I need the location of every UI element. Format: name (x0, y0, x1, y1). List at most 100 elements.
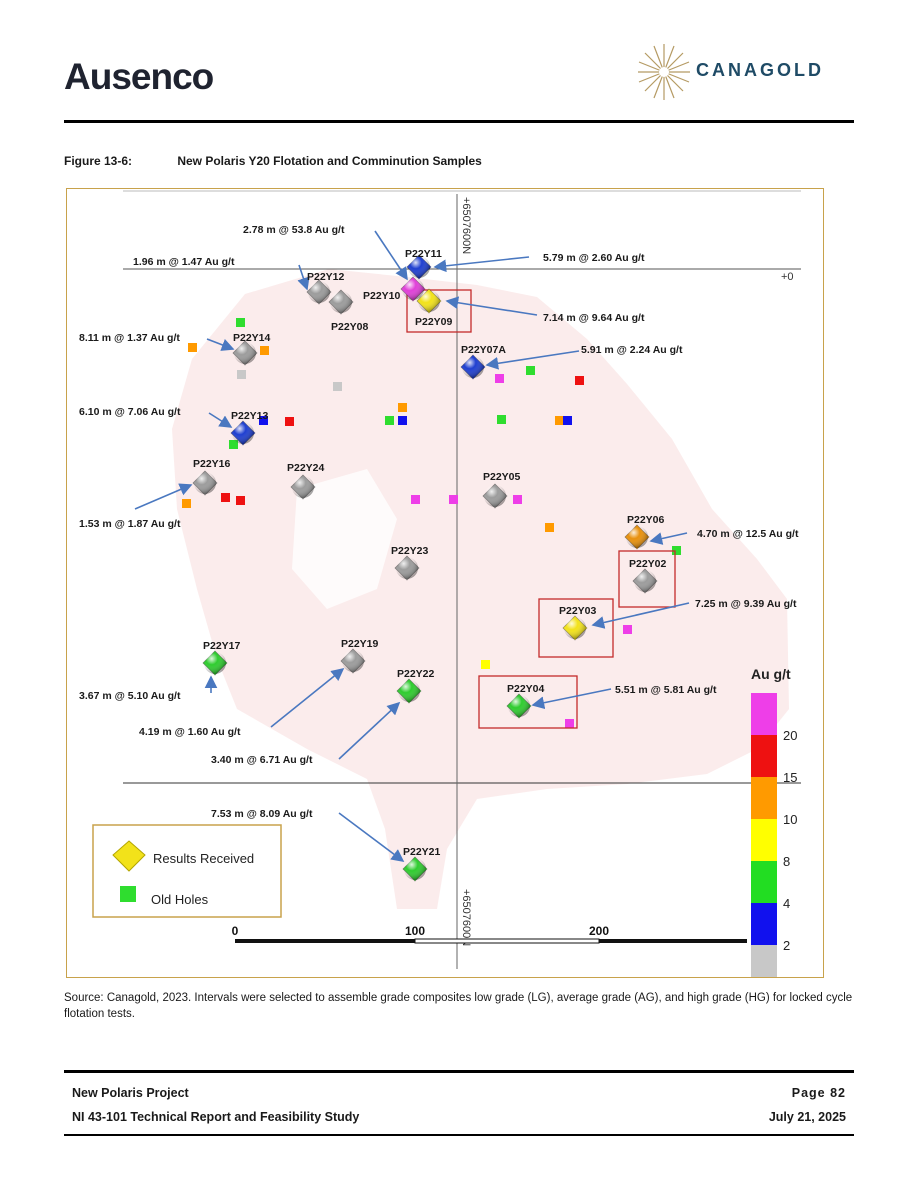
colorbar-tick-label: 15 (783, 770, 797, 785)
source-note: Source: Canagold, 2023. Intervals were s… (64, 992, 853, 1020)
colorbar-segment (751, 861, 777, 903)
ausenco-logo: Ausenco (64, 56, 214, 97)
colorbar-segment (751, 777, 777, 819)
colorbar-tick-label: 2 (783, 938, 790, 953)
annotation-arrow (433, 256, 530, 273)
old-hole-marker (236, 318, 245, 327)
drill-hole-shading (462, 356, 484, 378)
legend-results-label: Results Received (153, 851, 254, 866)
annotation-arrow (591, 602, 690, 629)
grid-label-east: +0 (781, 271, 794, 283)
annotation-arrow (338, 701, 401, 760)
colorbar-segment (751, 693, 777, 735)
drill-hole-shading (626, 526, 648, 548)
old-hole-marker (259, 416, 268, 425)
old-hole-marker (237, 370, 246, 379)
old-hole-marker (188, 343, 197, 352)
annotation-label: 6.10 m @ 7.06 Au g/t (79, 406, 181, 418)
old-hole-marker (182, 499, 191, 508)
drill-hole-shading (418, 290, 440, 312)
old-hole-marker (221, 493, 230, 502)
drill-hole-label: P22Y24 (287, 462, 325, 474)
annotation-label: 7.14 m @ 9.64 Au g/t (543, 312, 645, 324)
drill-hole-p22y07a: P22Y07A (460, 344, 506, 380)
pit-inner-white (292, 469, 397, 609)
drill-hole-shading (402, 278, 424, 300)
old-hole-marker (260, 346, 269, 355)
old-hole-marker (565, 719, 574, 728)
old-hole-marker (449, 495, 458, 504)
pit-outline (172, 269, 789, 909)
annotation-arrow (297, 264, 310, 291)
drill-hole-shading (404, 858, 426, 880)
scale-label-200: 200 (589, 924, 609, 938)
drill-hole-label: P22Y04 (507, 683, 545, 695)
colorbar-segment (751, 735, 777, 777)
highlight-boxes (406, 289, 676, 729)
drill-hole-p22y12: P22Y12 (306, 271, 345, 305)
annotation-labels: 2.78 m @ 53.8 Au g/t1.96 m @ 1.47 Au g/t… (79, 224, 799, 820)
drill-holes: P22Y11P22Y10P22Y09P22Y12P22Y08P22Y14P22Y… (192, 248, 667, 882)
footer-report: NI 43-101 Technical Report and Feasibili… (72, 1110, 360, 1124)
colorbar-tick-label: 4 (783, 896, 790, 911)
drill-hole-p22y05: P22Y05 (482, 471, 521, 509)
drill-hole-label: P22Y03 (559, 605, 597, 617)
old-hole-marker (545, 523, 554, 532)
drill-hole-shading (564, 617, 586, 639)
annotation-label: 1.53 m @ 1.87 Au g/t (79, 518, 181, 530)
annotation-label: 1.96 m @ 1.47 Au g/t (133, 256, 235, 268)
drill-hole-label: P22Y16 (193, 458, 231, 470)
annotation-label: 4.70 m @ 12.5 Au g/t (697, 528, 799, 540)
legend-results-icon (112, 840, 146, 872)
colorbar-tick-label: 10 (783, 812, 797, 827)
annotation-arrow (374, 230, 408, 281)
drill-hole-label: P22Y19 (341, 638, 379, 650)
annotation-arrow (208, 412, 233, 428)
drill-hole-shading (292, 476, 314, 498)
scale-label-100: 100 (405, 924, 425, 938)
drill-hole-shading (634, 570, 656, 592)
annotation-label: 8.11 m @ 1.37 Au g/t (79, 332, 180, 344)
drill-hole-p22y13: P22Y13 (230, 410, 269, 446)
old-hole-marker (495, 374, 504, 383)
old-hole-marker (385, 416, 394, 425)
drill-hole-shading (396, 557, 418, 579)
highlight-box-p22y03 (538, 598, 614, 658)
drill-hole-p22y24: P22Y24 (287, 462, 325, 500)
old-hole-marker (526, 366, 535, 375)
colorbar-tick-label: 20 (783, 728, 797, 743)
old-hole-marker (236, 496, 245, 505)
legend-old-label: Old Holes (151, 892, 209, 907)
legend-old-icon (120, 886, 136, 902)
footer-project: New Polaris Project (72, 1086, 189, 1100)
annotation-arrow (485, 350, 580, 370)
old-hole-marker (411, 495, 420, 504)
drill-hole-label: P22Y05 (483, 471, 521, 483)
canagold-wordmark: CANAGOLD (696, 60, 824, 80)
colorbar-segment (751, 903, 777, 945)
annotation-label: 5.91 m @ 2.24 Au g/t (581, 344, 683, 356)
annotation-arrow (270, 667, 345, 728)
old-hole-marker (513, 495, 522, 504)
drill-hole-label: P22Y14 (233, 332, 271, 344)
drill-hole-label: P22Y13 (231, 410, 269, 422)
header-rule (64, 120, 854, 123)
old-hole-marker (229, 440, 238, 449)
annotation-arrow (206, 338, 235, 351)
drill-hole-p22y02: P22Y02 (629, 558, 667, 594)
map-legend: Results Received Old Holes (92, 824, 282, 918)
drill-hole-label: P22Y21 (403, 846, 441, 858)
old-hole-marker (285, 417, 294, 426)
drill-hole-p22y08: P22Y08 (328, 289, 369, 333)
drill-hole-label: P22Y02 (629, 558, 667, 570)
old-hole-marker (555, 416, 564, 425)
drill-hole-p22y09: P22Y09 (415, 288, 453, 328)
annotation-arrow (338, 812, 405, 862)
drill-hole-shading (408, 256, 430, 278)
drill-hole-label: P22Y11 (405, 248, 442, 260)
drill-hole-shading (342, 650, 364, 672)
drill-hole-label: P22Y23 (391, 545, 429, 557)
drill-hole-p22y16: P22Y16 (192, 458, 231, 496)
drill-hole-p22y23: P22Y23 (391, 545, 429, 581)
